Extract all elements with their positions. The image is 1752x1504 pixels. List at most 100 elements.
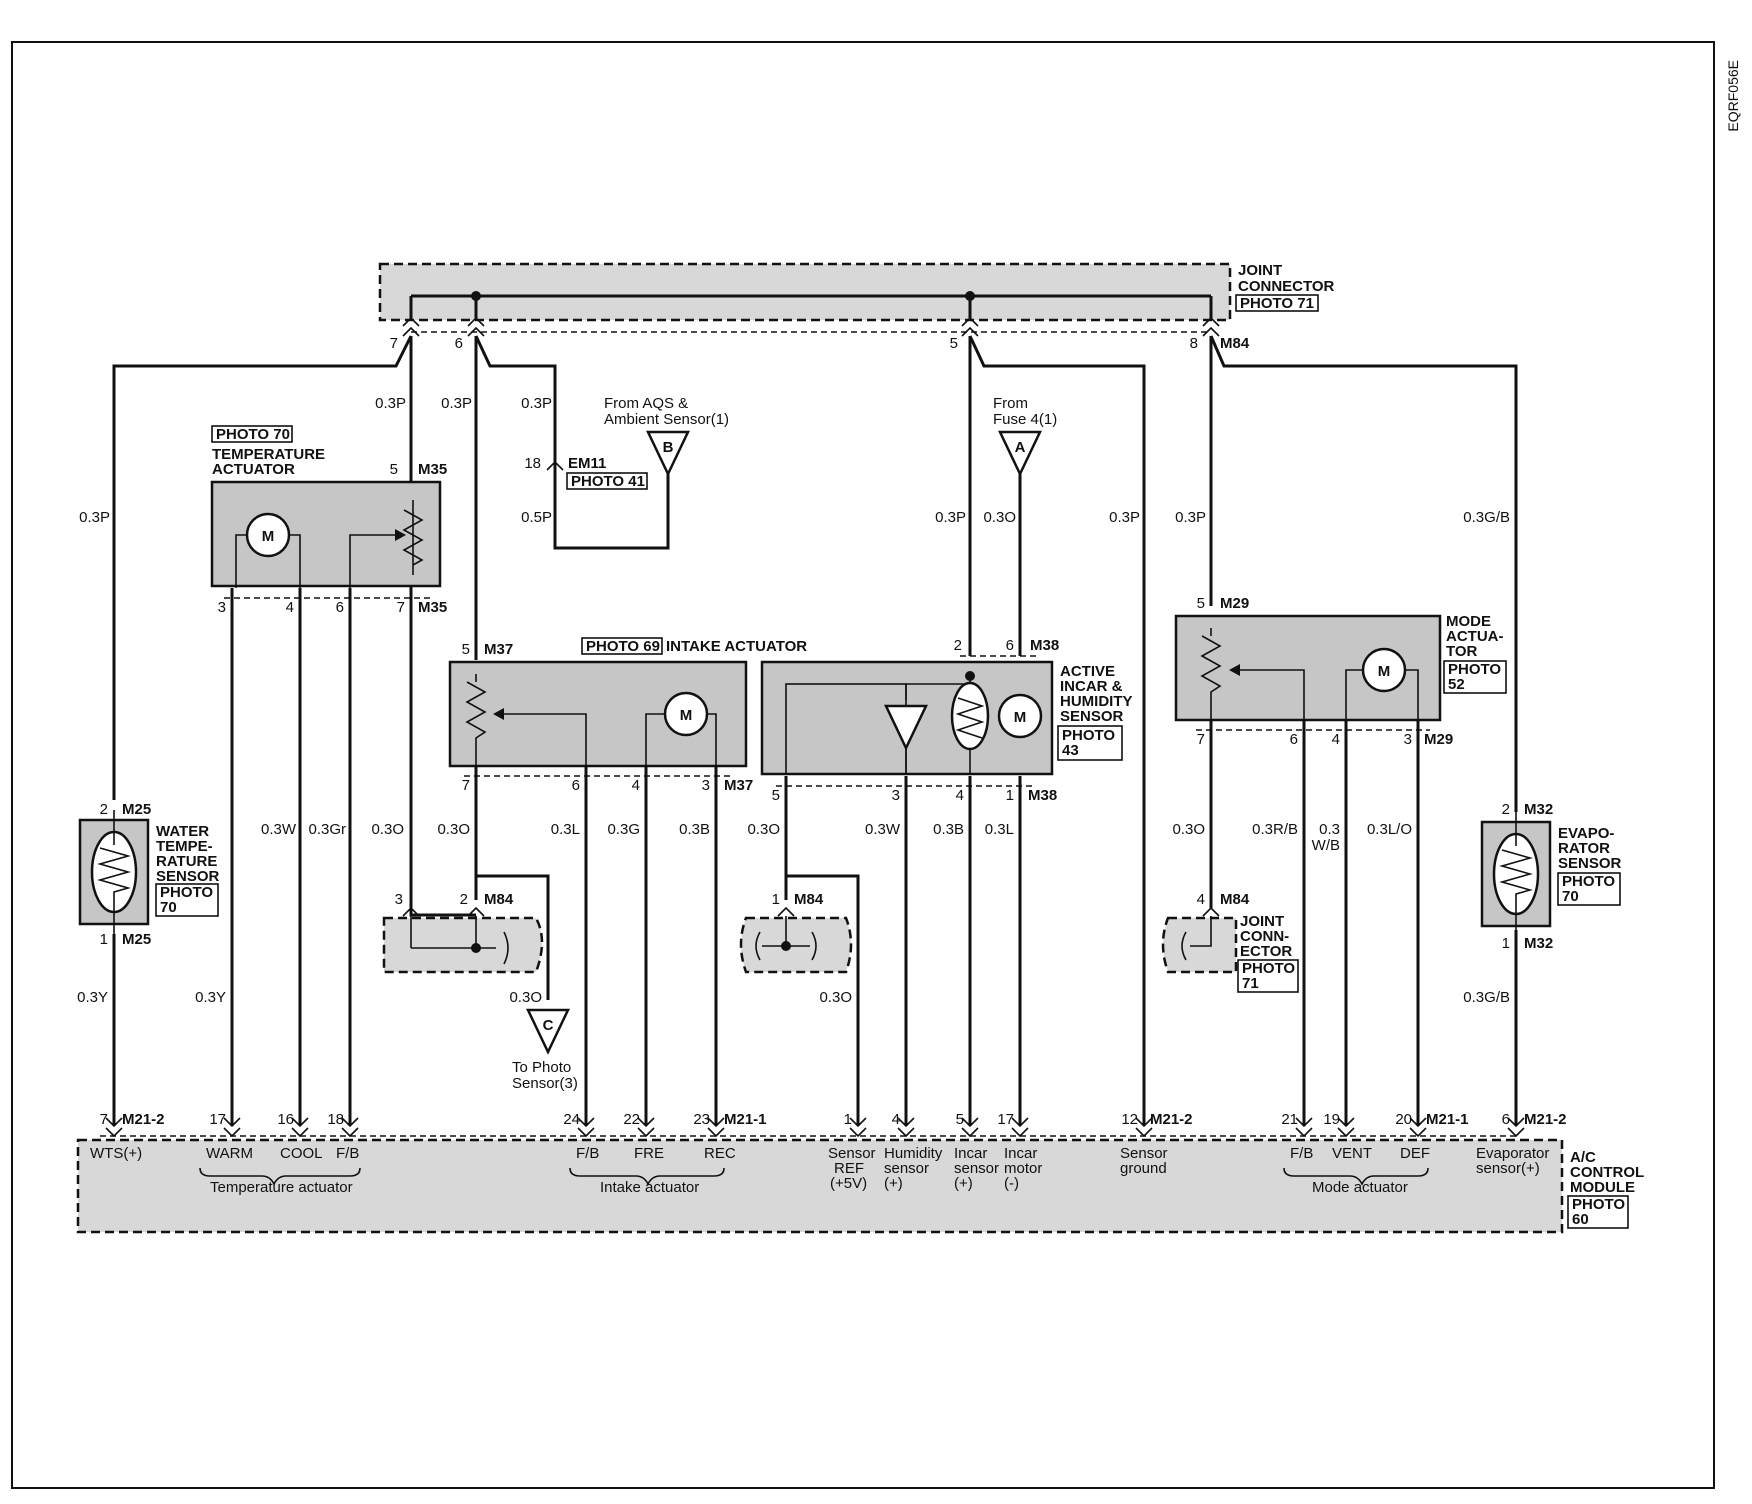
connector-id: M32 [1524,935,1553,952]
incar-humidity-sensor: M 2 6 M38 5 3 4 1 M38 ACTIVE INCAR & HUM… [760,637,1133,804]
connector-id: M21-1 [724,1111,767,1128]
photo-ref: PHOTO [1242,960,1295,977]
pin-label: 2 [100,801,108,818]
thermistor-icon [950,681,990,751]
connector-id: M32 [1524,801,1553,818]
terminal-label: F/B [576,1145,599,1162]
motor-icon [997,693,1043,739]
svg-text:M: M [1378,663,1391,680]
pin-label: 22 [623,1111,640,1128]
pin-label: 1 [844,1111,852,1128]
group-label: Temperature actuator [210,1179,353,1196]
pin-label: 20 [1395,1111,1412,1128]
pin-label: 2 [954,637,962,654]
pin-label: 5 [772,787,780,804]
component-title: MODULE [1570,1179,1635,1196]
pin-label: 1 [1006,787,1014,804]
wire-label: 0.3P [521,395,552,412]
pin-label: 17 [997,1111,1014,1128]
pin-label: 3 [395,891,403,908]
terminal-label: (+) [954,1175,973,1192]
from-aqs-reference: From AQS & Ambient Sensor(1) B [604,395,729,477]
component-title: SENSOR [1558,855,1622,872]
wire-label: 0.3B [679,821,710,838]
wire-label: 0.3Gr [308,821,346,838]
svg-text:To Photo: To Photo [512,1059,571,1076]
pin-label: 7 [397,599,405,616]
svg-text:M: M [262,528,275,545]
component-title: ACTIVE [1060,663,1115,680]
joint-top-photo: PHOTO 71 [1240,295,1314,312]
photo-ref: 43 [1062,742,1079,759]
pin-label: 4 [1332,731,1340,748]
wire-label: W/B [1312,837,1340,854]
pin-label: 5 [1197,595,1205,612]
component-title: RATURE [156,853,217,870]
photo-ref: PHOTO [160,884,213,901]
resistor-icon [1200,628,1222,720]
connector-id: M21-2 [122,1111,165,1128]
pin-label: 5 [950,335,958,352]
wire-label: 0.3L [985,821,1014,838]
terminal-label: Sensor [1120,1145,1168,1162]
pin-label: 5 [390,461,398,478]
component-title: ACTUATOR [212,461,295,478]
wire-label: 0.3O [1172,821,1205,838]
connector-id: M25 [122,801,151,818]
pin-label: 3 [1404,731,1412,748]
component-title: TEMPERATURE [212,446,325,463]
photo-ref: PHOTO [1572,1196,1625,1213]
terminal-label: Incar [1004,1145,1037,1162]
joint-top-title: CONNECTOR [1238,278,1335,295]
humidity-sensor-icon [884,704,928,751]
component-title: INCAR & [1060,678,1123,695]
pin-label: 4 [892,1111,900,1128]
pin-label: 5 [956,1111,964,1128]
pin-label: 19 [1323,1111,1340,1128]
connection-triangle-b [646,430,690,477]
from-fuse-reference: From Fuse 4(1) A [993,395,1057,477]
to-photo-sensor-reference: C To Photo Sensor(3) [512,1008,578,1092]
mode-actuator: M 5 M29 7 6 4 3 M29 MODE ACTUA- TOR PHOT… [1174,595,1507,748]
pin-label: 6 [1502,1111,1510,1128]
pin-label: 4 [286,599,294,616]
joint-top-title: JOINT [1238,262,1282,279]
wire-label: 0.3G [607,821,640,838]
connector-id: M84 [1220,335,1250,352]
pin-label: 7 [462,777,470,794]
wire-label: 0.3P [375,395,406,412]
wire-label: 0.3P [79,509,110,526]
svg-text:M: M [1014,709,1027,726]
wire-label: 0.5P [521,509,552,526]
photo-ref: 60 [1572,1211,1589,1228]
module-box [76,1138,1564,1234]
component-title: SENSOR [1060,708,1124,725]
component-title: A/C [1570,1149,1596,1166]
pin-label: 7 [390,335,398,352]
wire-label: 0.3Y [77,989,108,1006]
photo-ref: PHOTO [1562,873,1615,890]
terminal-label: DEF [1400,1145,1430,1162]
water-temperature-sensor: 2 M25 1 M25 WATER TEMPE- RATURE SENSOR P… [78,801,220,948]
joint-small-box [1161,916,1238,974]
connector-id: M37 [724,777,753,794]
pin-label: 2 [1502,801,1510,818]
wire-label: 0.3O [437,821,470,838]
svg-text:Sensor(3): Sensor(3) [512,1075,578,1092]
wire-labels: 0.3P 0.3P 0.3P 0.5P 0.3P 0.3P 0.3O 0.3P … [77,395,1510,1006]
joint-connector-top: JOINT CONNECTOR PHOTO 71 7 6 5 8 M84 [378,262,1335,352]
resistor-icon [402,509,424,566]
terminal-label: ground [1120,1160,1167,1177]
doc-code: EQRF056E [1725,60,1741,132]
svg-text:From AQS &: From AQS & [604,395,688,412]
connector-id: M29 [1220,595,1249,612]
wire-label: 0.3P [1109,509,1140,526]
pin-label: 8 [1190,335,1198,352]
pin-label: 7 [1197,731,1205,748]
photo-ref: 71 [1242,975,1259,992]
pin-label: 5 [462,641,470,658]
joint-connector-small-3: 4 M84 JOINT CONN- ECTOR PHOTO 71 [1161,891,1299,993]
svg-text:M: M [680,707,693,724]
page-frame [11,41,1715,1489]
